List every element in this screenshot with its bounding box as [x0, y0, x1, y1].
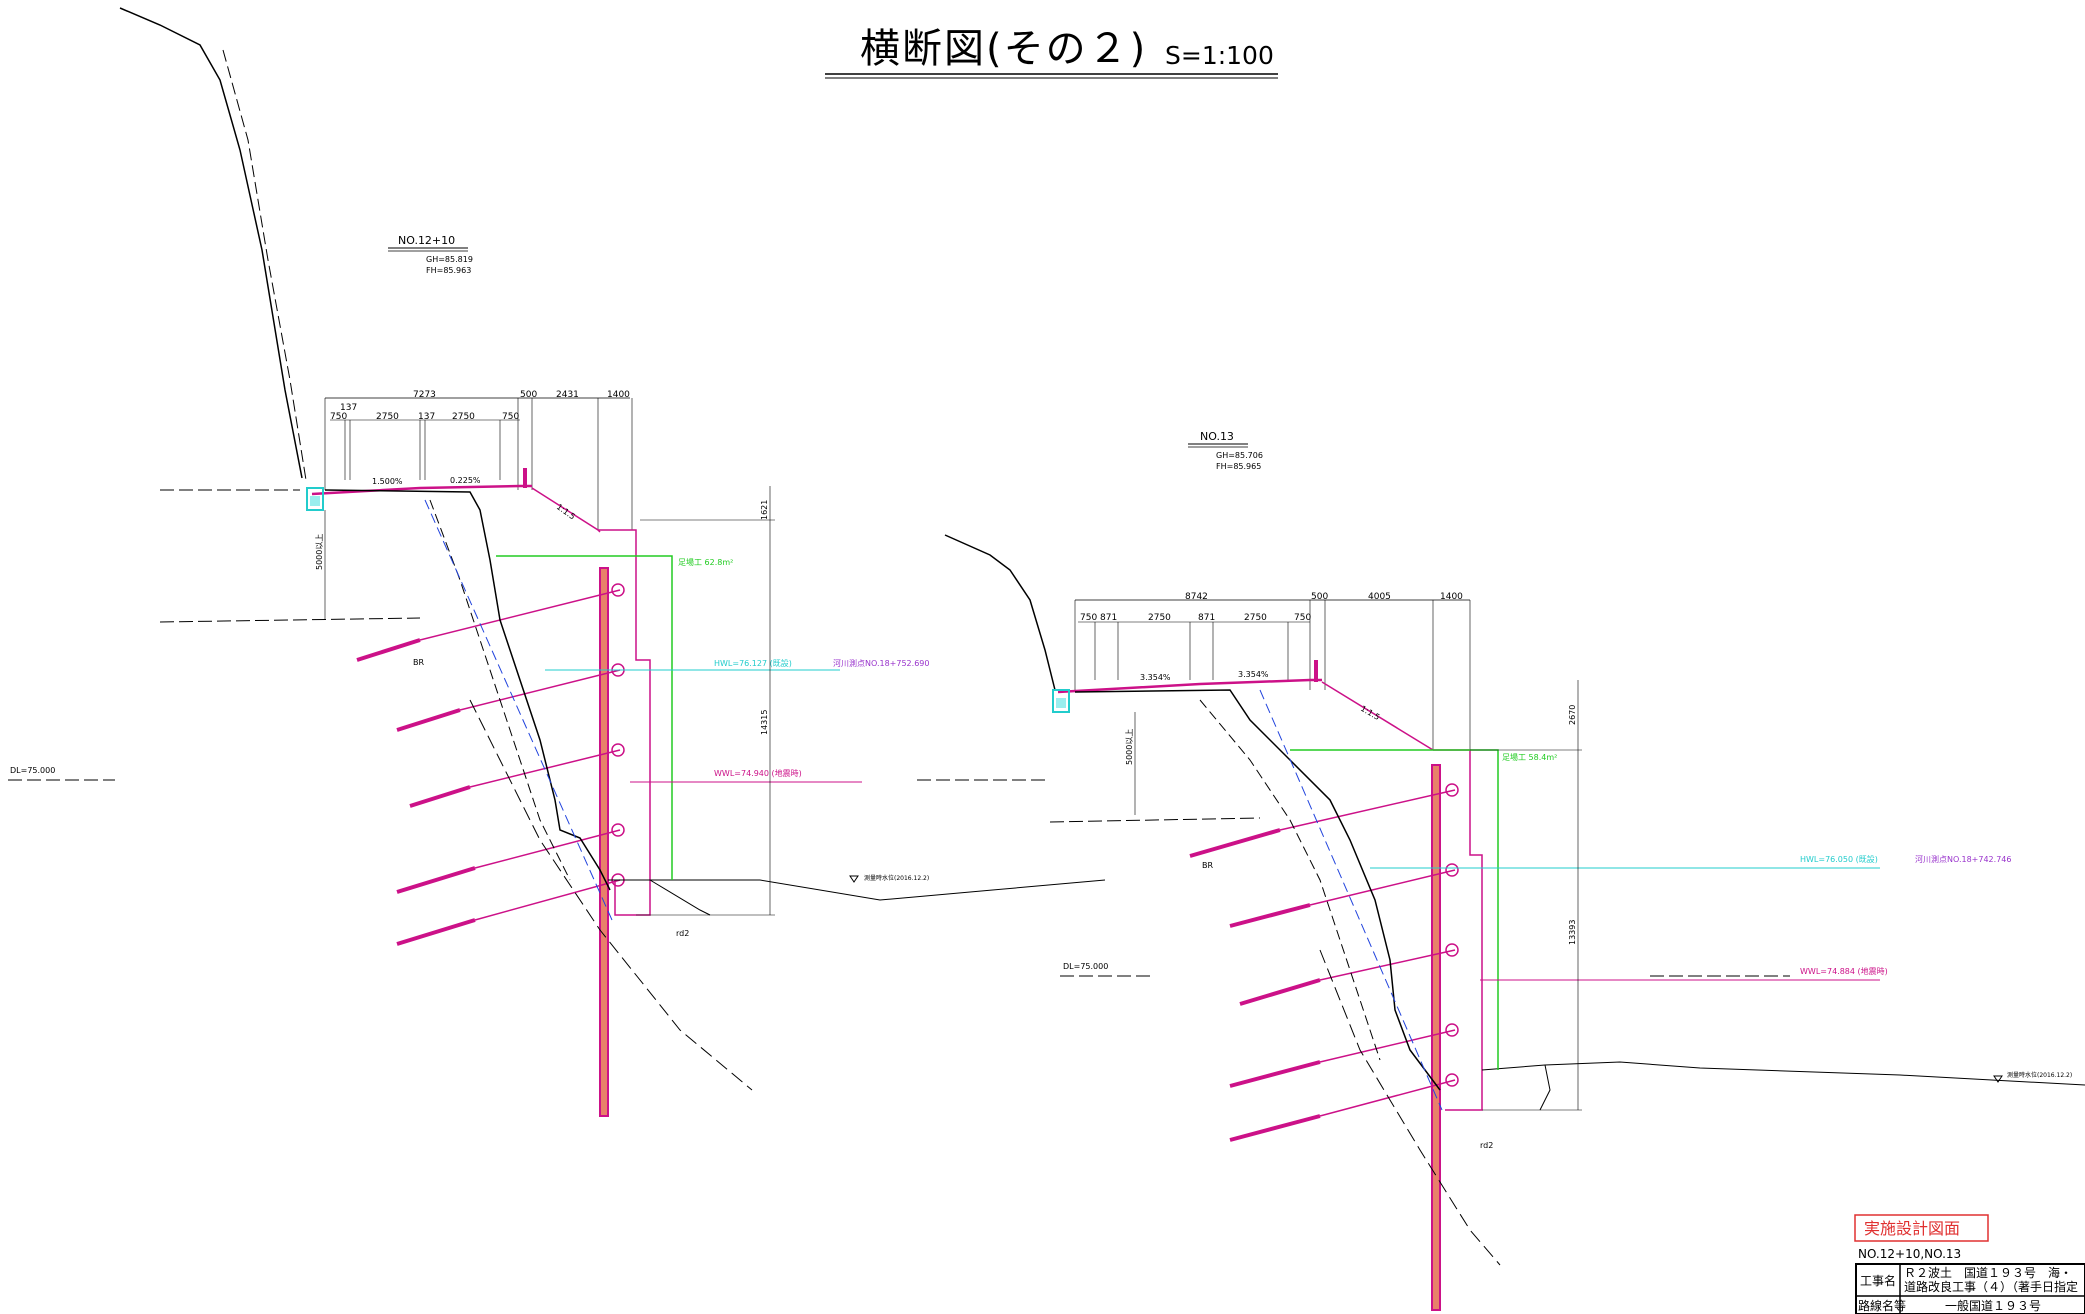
section2-fh: FH=85.965 — [1216, 462, 1261, 471]
s2-dim-8742: 8742 — [1185, 592, 1208, 602]
s1-dim-1400: 1400 — [607, 390, 630, 400]
section1-fh: FH=85.963 — [426, 266, 471, 275]
s2-river-bed — [1481, 1061, 2085, 1086]
s1-dim-7273: 7273 — [413, 390, 436, 400]
s2-dim-500: 500 — [1311, 592, 1328, 602]
s2-footing-line — [1290, 749, 1499, 1070]
title-block-row2-label: 路線名等 — [1858, 1298, 1906, 1313]
section-no12-10: NO.12+10 GH=85.819 FH=85.963 7273 500 24… — [8, 7, 1106, 1117]
s1-ratio: 1:1.5 — [555, 502, 577, 521]
design-stamp: 実施設計図面 — [1864, 1219, 1960, 1238]
s1-failure-line — [469, 699, 753, 1091]
s2-sub-2750b: 2750 — [1244, 613, 1267, 623]
s1-depth-note: 5000以上 — [315, 534, 324, 570]
s1-sub-750b: 750 — [502, 412, 519, 422]
s2-sub-750b: 750 — [1294, 613, 1311, 623]
s1-drain — [306, 487, 324, 511]
s1-footing: 足場工 62.8m² — [678, 557, 733, 567]
s2-failure-line — [1319, 949, 1501, 1266]
s2-blue-dash — [1259, 689, 1443, 1111]
natural-slope-1 — [119, 7, 303, 479]
s1-sub-750a: 750 — [330, 412, 347, 422]
title-block: 工事名 Ｒ２波土 国道１９３号 海・ 道路改良工事（４）（著手日指定 路線名等 … — [1855, 1263, 2085, 1314]
drawing-scale: S=1:100 — [1165, 41, 1274, 70]
s1-dim-500: 500 — [520, 390, 537, 400]
s1-blue-dash — [424, 499, 613, 921]
s2-cut-profile — [1074, 689, 1441, 1091]
s1-sub-2750b: 2750 — [452, 412, 475, 422]
s1-slope-a: 1.500% — [372, 477, 403, 486]
s2-total-height: 13393 — [1568, 920, 1577, 945]
s1-total-height: 14315 — [760, 710, 769, 735]
s1-dl: DL=75.000 — [10, 766, 55, 775]
s1-dim-2431: 2431 — [556, 390, 579, 400]
s2-dl: DL=75.000 — [1063, 962, 1108, 971]
s1-structure-outline — [598, 529, 651, 916]
s2-dim-1400: 1400 — [1440, 592, 1463, 602]
s2-wwl: WWL=74.884 (地震時) — [1800, 966, 1888, 976]
water-level-triangle-icon-2 — [1993, 1075, 2003, 1083]
s2-sub-2750a: 2750 — [1148, 613, 1171, 623]
s2-hwl: HWL=76.050 (既設) — [1800, 854, 1878, 864]
s1-pile — [599, 567, 609, 1117]
sheet-label: NO.12+10,NO.13 — [1858, 1247, 1961, 1261]
natural-slope-2 — [944, 534, 1056, 691]
s1-height-dim: 1621 — [760, 500, 769, 520]
s1-rd: rd2 — [676, 929, 689, 938]
s1-br: BR — [413, 658, 424, 667]
design-stamp-box — [1854, 1214, 1989, 1242]
section2-gh: GH=85.706 — [1216, 451, 1263, 460]
s2-rd: rd2 — [1480, 1141, 1493, 1150]
s1-anchors — [356, 583, 625, 946]
s2-pile — [1431, 764, 1441, 1311]
s2-sub-871a: 871 — [1100, 613, 1117, 623]
title-block-row1-value-b: 道路改良工事（４）（著手日指定 — [1904, 1279, 2078, 1294]
title-block-row2-value: 一般国道１９３号 — [1945, 1298, 2041, 1313]
natural-slope-dash-1 — [222, 49, 307, 481]
title-block-row1-value-a: Ｒ２波土 国道１９３号 海・ — [1904, 1265, 2072, 1280]
s1-sub-137: 137 — [340, 403, 357, 413]
s2-br: BR — [1202, 861, 1213, 870]
section1-name: NO.12+10 — [398, 234, 455, 247]
s1-wwl: WWL=74.940 (地震時) — [714, 768, 802, 778]
s2-dim-4005: 4005 — [1368, 592, 1391, 602]
s2-slope-b: 3.354% — [1238, 670, 1269, 679]
s2-water-level: 測量時水位(2016.12.2) — [2007, 1071, 2072, 1079]
s1-slope-b: 0.225% — [450, 476, 481, 485]
s2-sub-750a: 750 — [1080, 613, 1097, 623]
s1-water-level: 測量時水位(2016.12.2) — [864, 874, 929, 882]
s2-height-dim: 2670 — [1568, 705, 1577, 725]
s2-slope-a: 3.354% — [1140, 673, 1171, 682]
s1-sub-137b: 137 — [418, 412, 435, 422]
s1-footing-line — [496, 555, 673, 880]
s1-cut-profile — [324, 489, 611, 891]
s1-sub-2750a: 2750 — [376, 412, 399, 422]
title-block-row1-label: 工事名 — [1860, 1273, 1896, 1288]
s1-hwl: HWL=76.127 (既設) — [714, 658, 792, 668]
s2-sub-871b: 871 — [1198, 613, 1215, 623]
section1-gh: GH=85.819 — [426, 255, 473, 264]
section-no13: NO.13 GH=85.706 FH=85.965 8742 500 4005 … — [917, 430, 2085, 1311]
s2-anchors — [1189, 783, 1459, 1142]
s2-footing: 足場工 58.4m² — [1502, 752, 1557, 762]
s2-ratio: 1:1.5 — [1359, 704, 1381, 722]
s2-drain — [1052, 689, 1070, 713]
water-level-triangle-icon — [849, 875, 859, 883]
section2-name: NO.13 — [1200, 430, 1234, 443]
s2-river-point: 河川測点NO.18+742.746 — [1915, 854, 2011, 864]
s1-river-bed — [608, 879, 1106, 901]
s1-river-point: 河川測点NO.18+752.690 — [833, 658, 929, 668]
drawing-title: 横断図(その２) — [860, 26, 1147, 72]
s2-depth-note: 5000以上 — [1125, 729, 1134, 765]
